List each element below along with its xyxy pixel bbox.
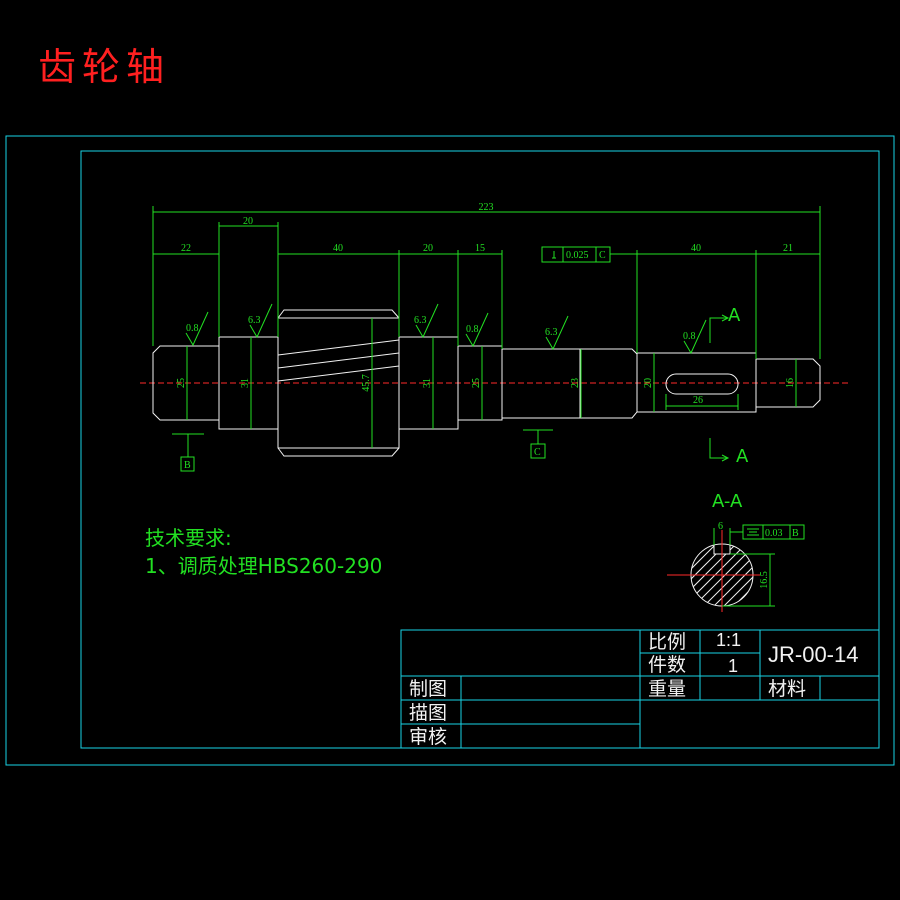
svg-text:26: 26 bbox=[693, 395, 703, 406]
svg-text:0.8: 0.8 bbox=[466, 324, 479, 335]
datum-c: C bbox=[523, 429, 553, 459]
datum-b: B bbox=[172, 433, 204, 472]
svg-text:0.03: 0.03 bbox=[765, 528, 783, 539]
svg-text:重量: 重量 bbox=[648, 678, 686, 700]
svg-text:6.3: 6.3 bbox=[414, 315, 427, 326]
svg-text:22: 22 bbox=[181, 243, 191, 254]
svg-text:25: 25 bbox=[471, 378, 482, 388]
svg-text:B: B bbox=[792, 528, 799, 539]
section-mark-bottom: A bbox=[709, 438, 749, 467]
svg-text:B: B bbox=[184, 460, 191, 471]
svg-text:材料: 材料 bbox=[768, 678, 806, 700]
svg-text:1: 1 bbox=[728, 656, 738, 676]
svg-text:25: 25 bbox=[176, 378, 187, 388]
svg-text:6.3: 6.3 bbox=[545, 327, 558, 338]
svg-text:0.8: 0.8 bbox=[186, 323, 199, 334]
svg-text:31: 31 bbox=[240, 378, 251, 388]
svg-text:20: 20 bbox=[243, 216, 253, 227]
outer-frame bbox=[5, 135, 895, 766]
drawing-title: 齿轮轴 bbox=[38, 45, 171, 89]
svg-text:JR-00-14: JR-00-14 bbox=[768, 642, 858, 667]
svg-text:21: 21 bbox=[783, 243, 793, 254]
svg-text:15: 15 bbox=[475, 243, 485, 254]
svg-text:描图: 描图 bbox=[409, 702, 447, 724]
svg-text:16.5: 16.5 bbox=[759, 571, 770, 589]
svg-text:比例: 比例 bbox=[648, 631, 686, 653]
svg-text:审核: 审核 bbox=[409, 726, 447, 748]
svg-text:0.025: 0.025 bbox=[566, 250, 589, 261]
svg-text:6.3: 6.3 bbox=[248, 315, 261, 326]
svg-text:1、调质处理HBS260-290: 1、调质处理HBS260-290 bbox=[145, 554, 382, 578]
roughness-symbols: 0.8 6.3 6.3 0.8 6.3 0.8 bbox=[185, 303, 707, 355]
svg-text:20: 20 bbox=[643, 378, 654, 388]
svg-text:A-A: A-A bbox=[712, 491, 743, 512]
keyway bbox=[665, 373, 739, 395]
svg-text:40: 40 bbox=[691, 243, 701, 254]
title-block: 比例 1:1 件数 1 JR-00-14 重量 材料 制图 描图 审核 bbox=[400, 629, 880, 749]
svg-text:0.8: 0.8 bbox=[683, 331, 696, 342]
svg-text:件数: 件数 bbox=[648, 654, 686, 676]
svg-text:40: 40 bbox=[333, 243, 343, 254]
svg-text:A: A bbox=[728, 305, 741, 326]
svg-text:45.7: 45.7 bbox=[361, 374, 372, 392]
svg-text:A: A bbox=[736, 446, 749, 467]
section-view: A-A 6 16.5 bbox=[667, 491, 775, 612]
svg-text:技术要求:: 技术要求: bbox=[145, 526, 232, 550]
svg-text:制图: 制图 bbox=[409, 678, 447, 700]
svg-text:C: C bbox=[599, 250, 606, 261]
dimension-segments: 20 22 40 20 15 40 21 bbox=[153, 216, 820, 359]
dimension-diameters: 25 31 45.7 31 25 23 20 16 26 bbox=[176, 318, 797, 448]
svg-text:1:1: 1:1 bbox=[716, 630, 741, 650]
svg-text:20: 20 bbox=[423, 243, 433, 254]
svg-text:16: 16 bbox=[785, 378, 796, 388]
svg-text:223: 223 bbox=[479, 202, 494, 213]
tolerance-frame-sym: 0.03 B bbox=[730, 524, 805, 540]
technical-notes: 技术要求: 1、调质处理HBS260-290 bbox=[145, 526, 382, 578]
tolerance-frame-perp: 0.025 C bbox=[541, 246, 637, 263]
svg-text:31: 31 bbox=[422, 378, 433, 388]
inner-frame bbox=[80, 150, 880, 749]
shaft-outline bbox=[152, 309, 821, 457]
svg-text:6: 6 bbox=[718, 521, 723, 532]
svg-text:C: C bbox=[534, 447, 541, 458]
svg-text:23: 23 bbox=[570, 378, 581, 388]
section-mark-top: A bbox=[709, 305, 741, 343]
dimension-overall: 223 bbox=[152, 202, 821, 359]
